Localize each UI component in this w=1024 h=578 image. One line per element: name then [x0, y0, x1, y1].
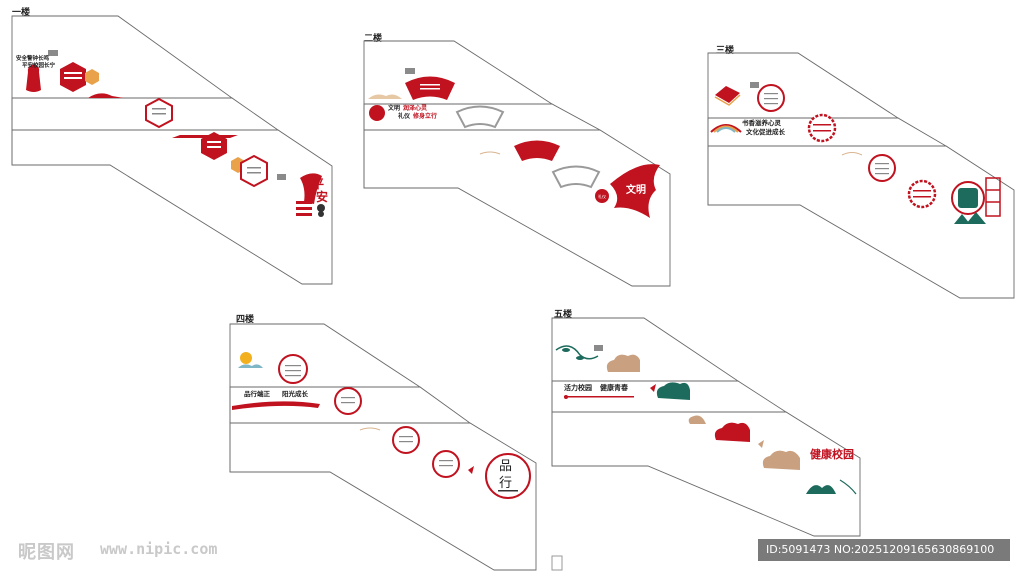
sun-icon — [240, 352, 252, 364]
floor-4-big-char-1: 品 — [499, 459, 512, 474]
pinxing-circle — [485, 453, 531, 499]
floor-2-slogan-2b: 修身立行 — [412, 112, 437, 120]
floor-1-big-char-1: 平 — [312, 177, 324, 191]
floor-1-label: 一楼 — [12, 8, 31, 18]
spotlight-icon — [48, 50, 58, 56]
floor-2-small-tag: 礼仪 — [598, 193, 606, 199]
floor-2-wall — [363, 40, 671, 287]
floor-2-decor — [368, 68, 660, 218]
floor-5-label: 五楼 — [554, 310, 573, 320]
floor-4-wall — [229, 323, 537, 571]
cloud-panel-2 — [656, 382, 690, 400]
book-icon — [715, 86, 740, 103]
floor-3-slogan-1: 书香滋养心灵 — [742, 118, 782, 127]
floor-4-slogan-b: 阳光成长 — [282, 389, 309, 398]
flame-shape — [300, 173, 322, 204]
floor-2-label: 二楼 — [364, 34, 383, 44]
floor-3-slogan-2: 文化促进成长 — [745, 127, 786, 136]
floor-5-decor — [555, 345, 857, 495]
floor-1-decor — [26, 50, 325, 217]
floor-1-slogan-1: 安全警钟长鸣 — [16, 54, 50, 62]
cloud-panel-3 — [714, 422, 750, 442]
circle-panel-c — [392, 426, 420, 454]
circle-panel-2 — [807, 113, 837, 143]
floor-2-slogan-2a: 礼仪 — [398, 112, 411, 120]
floor-4-big-char-2: 行 — [499, 476, 512, 491]
floor-4-decor — [232, 352, 531, 499]
fan-panel-3 — [514, 140, 560, 161]
cloud-panel-4 — [762, 450, 800, 470]
floor-1-wall — [11, 15, 333, 285]
vine-icon — [555, 345, 599, 360]
floor-2-big-char: 文明 — [626, 183, 646, 196]
fan-panel-2 — [455, 105, 505, 129]
floor-1-slogan-2: 平安校园长宁 — [22, 61, 56, 69]
page-icon — [551, 555, 563, 571]
circle-panel-d — [432, 450, 460, 478]
fan-panel-4 — [551, 165, 601, 189]
floor-5-big-title: 健康校园 — [810, 447, 854, 461]
circle-panel-b — [334, 387, 362, 415]
wenming-shape — [610, 164, 660, 218]
cloud-panel-1 — [606, 354, 640, 372]
floor-2-slogan-prefix: 文明 — [387, 104, 400, 112]
image-id-bar: ID:5091473 NO:20251209165630869100 — [758, 539, 1010, 561]
floor-5-slogan-a: 活力校园 — [564, 383, 592, 392]
floor-5-slogan-b: 健康青春 — [600, 383, 629, 392]
circle-panel-4 — [907, 179, 937, 209]
floor-5-wall — [551, 317, 861, 537]
cloud-icon — [238, 364, 263, 368]
bell-icon — [26, 64, 41, 92]
seal-icon — [369, 105, 385, 121]
floor-4-label: 四楼 — [236, 315, 255, 325]
floor-4-slogan-a: 品行端正 — [244, 389, 271, 398]
circle-panel-a — [278, 354, 308, 384]
floor-3-wall — [707, 52, 1015, 299]
hex-panel-4 — [240, 154, 268, 188]
hex-small-1 — [85, 69, 99, 85]
floor-3-decor — [710, 82, 1001, 224]
floor-2-slogan-highlight: 润泽心灵 — [403, 104, 428, 112]
floor-3-label: 三楼 — [716, 46, 735, 56]
floor-1-big-char-2: 安 — [316, 189, 328, 204]
watermark-logo: 昵图网 — [18, 542, 75, 563]
watermark-site: www.nipic.com — [100, 540, 218, 558]
